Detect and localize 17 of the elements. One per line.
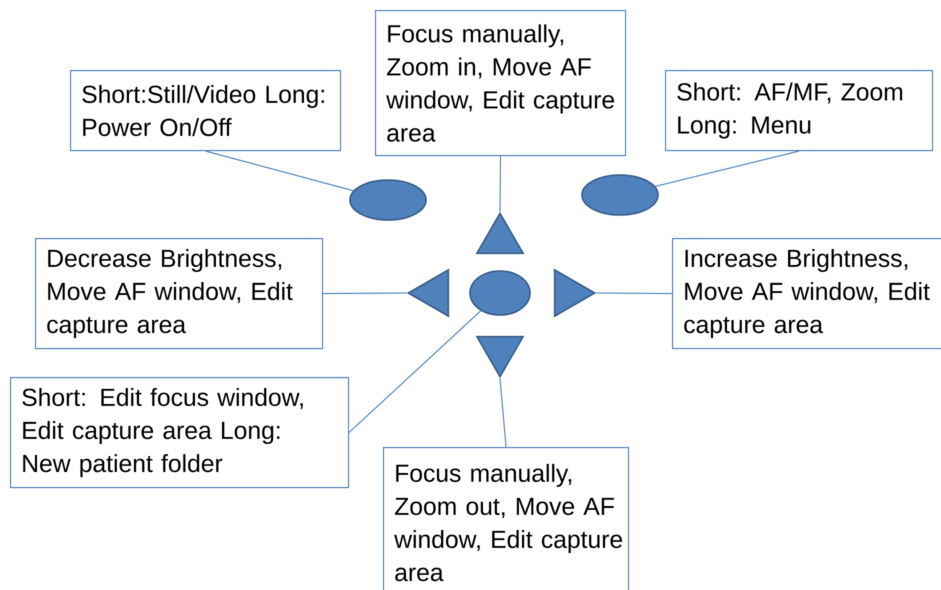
ellipse-button <box>469 270 531 316</box>
text-box: Increase Brightness, Move AF window, Edit capture area <box>672 238 941 350</box>
text-box: Focus manually, Zoom out, Move AF window, Edit capture area <box>383 447 630 590</box>
leader-line <box>323 292 407 294</box>
text-box: Short: AF/MF, Zoom Long: Menu <box>665 70 934 152</box>
text-box: Focus manually, Zoom in, Move AF window, Edit capture area <box>375 10 626 156</box>
leader-line <box>655 150 800 187</box>
leader-line <box>499 378 507 448</box>
text-box: Short: Edit focus window, Edit capture area Long: New patient folder <box>10 377 350 488</box>
ellipse-button <box>349 179 427 221</box>
leader-line <box>596 292 672 294</box>
text-box: Decrease Brightness, Move AF window, Edit capture area <box>35 238 324 350</box>
leader-line <box>205 150 354 192</box>
leader-line <box>499 156 502 212</box>
ellipse-button <box>581 174 659 216</box>
leader-line <box>348 310 482 433</box>
text-box: Short:Still/Video Long: Power On/Off <box>70 70 342 152</box>
